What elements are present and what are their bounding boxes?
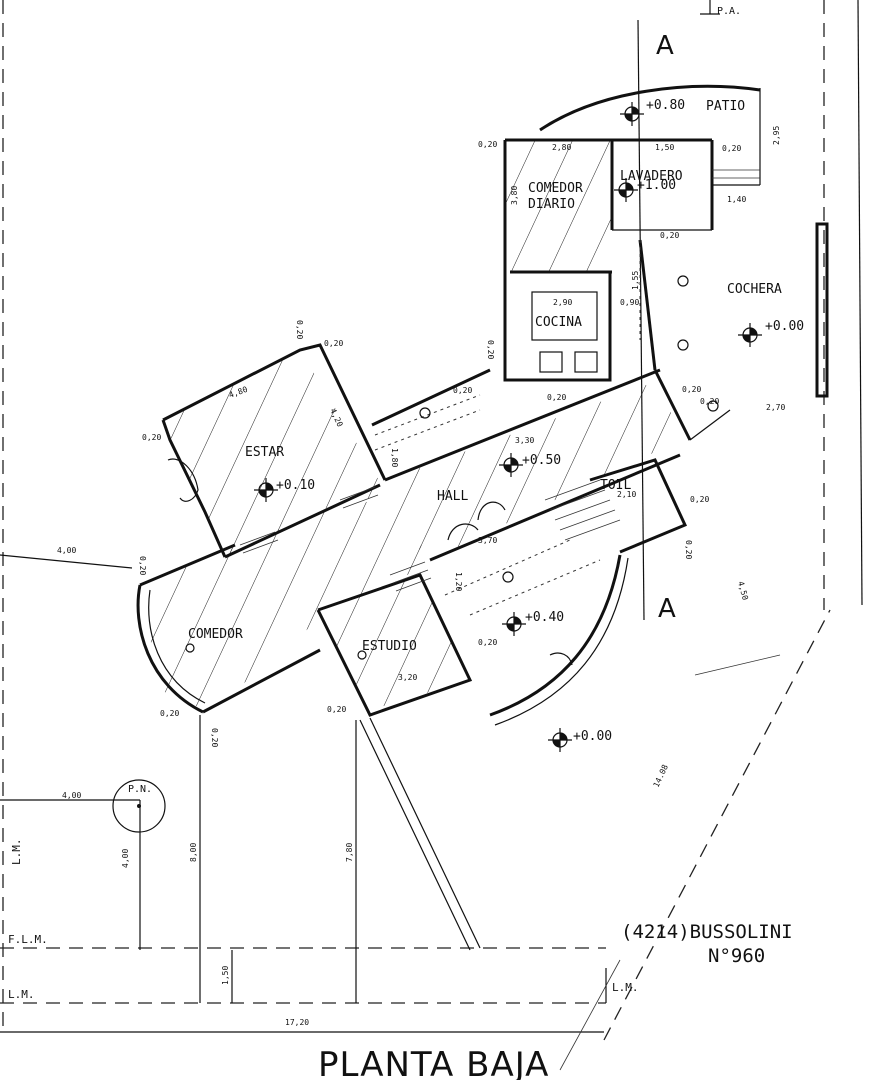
dim-label: 0,20 <box>478 638 497 647</box>
dim-label: 3,70 <box>478 536 497 545</box>
room-comedor: COMEDOR <box>188 627 243 642</box>
dim-label: 1,50 <box>655 143 674 152</box>
dim-label: 14.08 <box>652 763 670 789</box>
dim-label: 1,55 <box>631 271 640 290</box>
room-lavadero: LAVADERO <box>620 169 683 184</box>
dim-label: 1,80 <box>390 448 399 467</box>
dim-label: 0,20 <box>453 386 472 395</box>
dim-label: 0,20 <box>682 385 701 394</box>
dim-label: 0,20 <box>295 320 304 339</box>
section-mark-top: A <box>656 31 674 61</box>
room-estar: ESTAR <box>245 445 284 460</box>
dim-label: 0,20 <box>700 397 719 406</box>
dim-label: 0,20 <box>478 140 497 149</box>
room-labels: PATIO LAVADERO COMEDOR DIARIO COCINA COC… <box>188 99 782 654</box>
dim-label: 3,20 <box>398 673 417 682</box>
dim-label: 1,20 <box>454 572 463 591</box>
dim-label: 2,70 <box>766 403 785 412</box>
address-block: (4214)BUSSOLINI N°960 <box>621 921 793 967</box>
dim-label: 2,10 <box>617 490 636 499</box>
dim-label: 1,50 <box>221 966 230 985</box>
dim-label: 0,20 <box>486 340 495 359</box>
dim-label: 0,20 <box>160 709 179 718</box>
dim-label: 0,90 <box>620 298 639 307</box>
level-lavadero: +1.00 <box>637 178 676 193</box>
drawing-title: PLANTA BAJA <box>318 1045 549 1080</box>
dim-label: 0,20 <box>210 728 219 747</box>
dim-label: 0,20 <box>690 495 709 504</box>
dim-label: 0,20 <box>324 339 343 348</box>
room-patio: PATIO <box>706 99 745 114</box>
level-patio: +0.80 <box>646 98 685 113</box>
lm-top-label: L.M. <box>10 839 23 866</box>
north-point <box>112 779 166 833</box>
dim-label: 0,20 <box>327 705 346 714</box>
address-line-2: N°960 <box>708 945 765 967</box>
section-labels: A A P.A. P.N. <box>128 6 741 795</box>
section-line-a <box>637 0 720 621</box>
dim-label: 0,20 <box>722 144 741 153</box>
dim-label: 4,00 <box>62 791 81 800</box>
level-garden: +0.00 <box>573 729 612 744</box>
level-markers <box>254 102 762 752</box>
room-cocina: COCINA <box>535 315 582 330</box>
dim-label: 2,80 <box>552 143 571 152</box>
room-comedor-diario-2: DIARIO <box>528 197 575 212</box>
dim-label: 8,00 <box>189 843 198 862</box>
dim-label: 4,00 <box>57 546 76 555</box>
room-comedor-diario-1: COMEDOR <box>528 181 583 196</box>
dim-label: 0,20 <box>660 231 679 240</box>
dim-label: 3,80 <box>510 186 519 205</box>
property-lines <box>0 554 831 1071</box>
level-labels: +0.80 +1.00 +0.00 +0.10 +0.50 +0.40 +0.0… <box>276 98 804 744</box>
dim-label: 4,50 <box>736 580 750 601</box>
dim-label: 0,20 <box>547 393 566 402</box>
dotted-lines <box>374 240 641 616</box>
level-estar: +0.10 <box>276 478 315 493</box>
level-hall: +0.50 <box>522 453 561 468</box>
level-estudio: +0.40 <box>525 610 564 625</box>
dim-label: 0,20 <box>684 540 693 559</box>
lm-bottom-label: L.M. <box>8 988 35 1001</box>
light-fixtures <box>185 275 719 660</box>
pa-label: P.A. <box>717 6 741 17</box>
room-cochera: COCHERA <box>727 282 782 297</box>
address-line-1: (4214)BUSSOLINI <box>621 921 793 943</box>
dim-label: 0,20 <box>138 556 147 575</box>
dim-label: 4,00 <box>121 849 130 868</box>
driveway <box>359 717 481 951</box>
dim-label: 17,20 <box>285 1018 309 1027</box>
room-toil: TOIL <box>600 478 631 493</box>
hatched-floor <box>140 140 680 712</box>
north-label: P.N. <box>128 784 152 795</box>
dim-label: 0,20 <box>142 433 161 442</box>
cochera-wall <box>815 222 829 398</box>
dim-label: 1,40 <box>727 195 746 204</box>
room-estudio: ESTUDIO <box>362 639 417 654</box>
dim-label: 2,90 <box>553 298 572 307</box>
patio <box>539 84 761 186</box>
dim-label: 2,95 <box>772 126 781 145</box>
dim-label: 3,30 <box>515 436 534 445</box>
flm-label: F.L.M. <box>8 933 48 946</box>
lm-right-label: L.M. <box>612 981 639 994</box>
room-hall: HALL <box>437 489 468 504</box>
level-cochera: +0.00 <box>765 319 804 334</box>
line-labels: L.M. F.L.M. L.M. L.M. <box>8 839 639 1002</box>
sheet-border <box>2 0 863 1030</box>
section-mark-bottom: A <box>658 594 676 624</box>
dim-label: 7,80 <box>345 843 354 862</box>
